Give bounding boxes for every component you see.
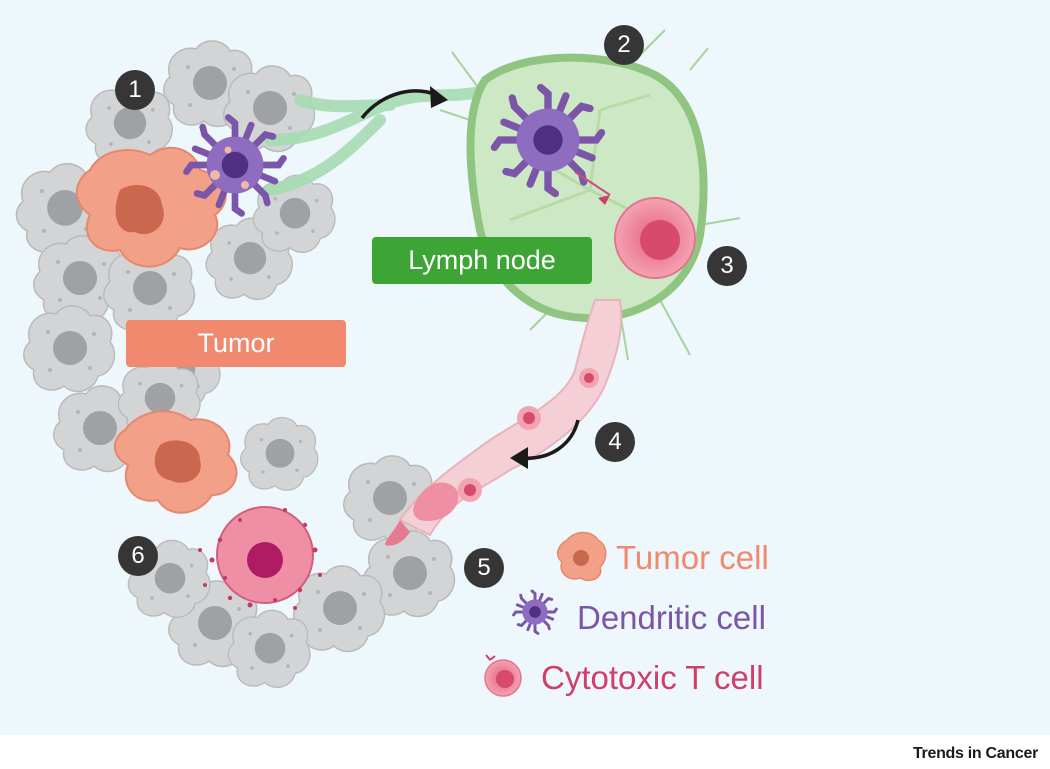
step-5-marker: 5 xyxy=(464,548,504,588)
legend-tumor-cell-label: Tumor cell xyxy=(616,539,769,576)
step-4-marker: 4 xyxy=(595,422,635,462)
step-1-marker: 1 xyxy=(115,70,155,110)
lymph-node-label: Lymph node xyxy=(372,237,592,284)
journal-name: Trends in Cancer xyxy=(912,745,1038,762)
diagram-artwork xyxy=(15,29,741,697)
legend-dendritic-cell-label: Dendritic cell xyxy=(577,599,766,636)
tumor-label: Tumor xyxy=(126,320,346,367)
step-3-marker: 3 xyxy=(707,246,747,286)
step-6-marker: 6 xyxy=(118,536,158,576)
step-2-marker: 2 xyxy=(604,25,644,65)
legend-cytotoxic-t-cell-label: Cytotoxic T cell xyxy=(541,659,764,696)
